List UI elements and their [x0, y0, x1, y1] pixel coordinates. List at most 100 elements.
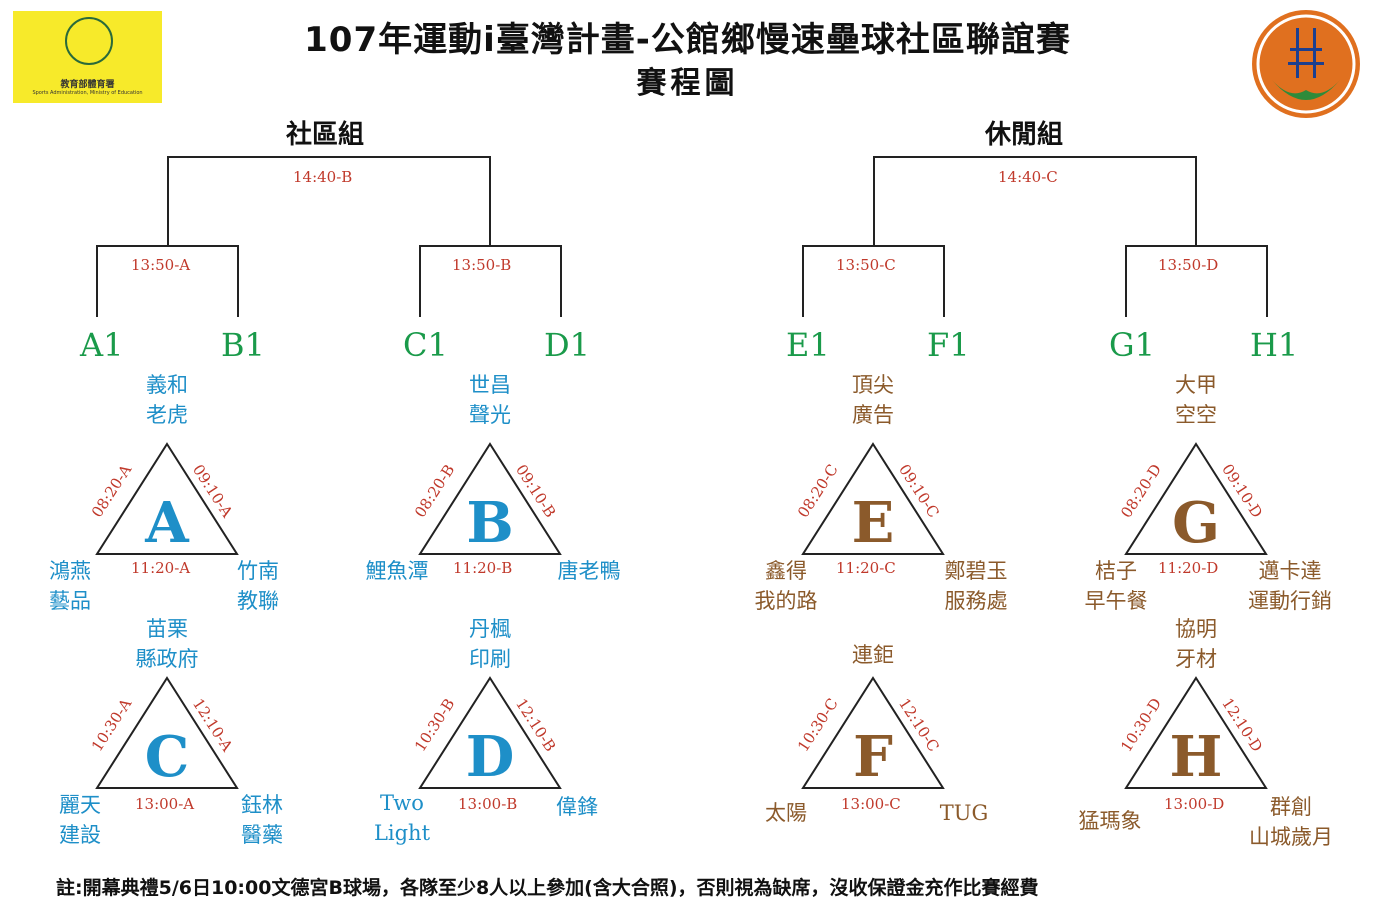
- group-community-title: 社區組: [286, 120, 365, 150]
- page-title: 107年運動i臺灣計畫-公館鄉慢速壘球社區聯誼賽: [304, 20, 1071, 60]
- bracket-line: [489, 156, 491, 246]
- pool-f-bottom-time: 13:00-C: [841, 795, 901, 813]
- pool-h-top-team: 協明牙材: [1156, 614, 1236, 674]
- bracket-line: [167, 156, 491, 158]
- bracket-line: [1125, 245, 1127, 317]
- pool-b-letter: B: [466, 490, 514, 556]
- slot-label: E1: [786, 326, 830, 364]
- bracket-line: [167, 156, 169, 246]
- logo-caption: 教育部體育署: [60, 80, 115, 90]
- township-logo: [1252, 10, 1360, 118]
- slot-label: A1: [80, 326, 124, 364]
- bracket-line: [802, 245, 945, 247]
- team-name-line: 早午餐: [1084, 589, 1148, 613]
- team-name-line: 麗天: [59, 793, 101, 817]
- semi-b-time: 13:50-B: [452, 256, 512, 274]
- pool-d-right-team: 偉鋒: [537, 792, 617, 822]
- pool-h-triangle: [1124, 676, 1268, 789]
- team-name-line: 唐老鴨: [557, 559, 621, 583]
- team-name-line: 教聯: [237, 589, 279, 613]
- slot-label: C1: [403, 326, 448, 364]
- pool-d-triangle: [418, 676, 562, 789]
- pool-a-letter: A: [145, 490, 189, 556]
- team-name-line: 桔子: [1095, 559, 1137, 583]
- bracket-line: [1125, 245, 1268, 247]
- logo-emblem-icon: [65, 17, 113, 65]
- bracket-line: [96, 245, 98, 317]
- slot-label: H1: [1250, 326, 1299, 364]
- pool-f-letter: F: [853, 724, 893, 790]
- team-name-line: 丹楓: [469, 617, 511, 641]
- pool-c-triangle: [95, 676, 239, 789]
- pool-a-bottom-time: 11:20-A: [131, 559, 191, 577]
- team-name-line: 空空: [1175, 403, 1217, 427]
- bracket-line: [1195, 156, 1197, 246]
- final-community-time: 14:40-B: [293, 168, 353, 186]
- pool-a-top-team: 義和老虎: [127, 370, 207, 430]
- pool-b-triangle: [418, 442, 562, 555]
- team-name-line: 鈺林: [241, 793, 283, 817]
- semi-d-time: 13:50-D: [1158, 256, 1219, 274]
- logo-subcaption: Sports Administration, Ministry of Educa…: [32, 90, 143, 96]
- final-leisure-time: 14:40-C: [998, 168, 1058, 186]
- pool-h-right-team: 群創山城歲月: [1236, 792, 1346, 852]
- slot-label: D1: [544, 326, 591, 364]
- bracket-line: [96, 245, 239, 247]
- pool-b-right-team: 唐老鴨: [539, 556, 639, 586]
- bracket-line: [943, 245, 945, 317]
- team-name-line: 大甲: [1175, 373, 1217, 397]
- pool-e-left-team: 鑫得我的路: [736, 556, 836, 616]
- slot-label: G1: [1109, 326, 1155, 364]
- pool-c-top-team: 苗栗縣政府: [117, 614, 217, 674]
- pool-f-left-team: 太陽: [746, 798, 826, 828]
- pool-a-left-team: 鴻燕藝品: [30, 556, 110, 616]
- pool-e-triangle: [801, 442, 945, 555]
- pool-c-bottom-time: 13:00-A: [135, 795, 195, 813]
- team-name-line: 義和: [146, 373, 188, 397]
- bracket-line: [802, 245, 804, 317]
- team-name-line: 山城歲月: [1249, 825, 1333, 849]
- pool-f-top-team: 連鉅: [833, 640, 913, 670]
- team-name-line: 服務處: [944, 589, 1008, 613]
- pool-d-letter: D: [465, 724, 515, 790]
- pool-e-letter: E: [851, 490, 895, 556]
- semi-a-time: 13:50-A: [131, 256, 191, 274]
- bracket-line: [237, 245, 239, 317]
- slot-label: B1: [221, 326, 265, 364]
- pool-d-bottom-time: 13:00-B: [458, 795, 518, 813]
- team-name-line: 我的路: [754, 589, 818, 613]
- team-name-line: 老虎: [146, 403, 188, 427]
- pool-g-top-team: 大甲空空: [1156, 370, 1236, 430]
- team-name-line: 群創: [1270, 795, 1312, 819]
- pool-g-left-team: 桔子早午餐: [1066, 556, 1166, 616]
- team-name-line: 聲光: [469, 403, 511, 427]
- team-name-line: 鑫得: [765, 559, 807, 583]
- pool-b-left-team: 鯉魚潭: [347, 556, 447, 586]
- team-name-line: 藝品: [49, 589, 91, 613]
- pool-g-letter: G: [1172, 490, 1220, 556]
- semi-c-time: 13:50-C: [836, 256, 896, 274]
- pool-f-triangle: [801, 676, 945, 789]
- footer-note: 註:開幕典禮5/6日10:00文德宮B球場，各隊至少8人以上參加(含大合照)，否…: [56, 877, 1039, 899]
- pool-a-right-team: 竹南教聯: [218, 556, 298, 616]
- bracket-line: [560, 245, 562, 317]
- team-name-line: 鴻燕: [49, 559, 91, 583]
- township-emblem-icon: [1256, 14, 1356, 114]
- team-name-line: 邁卡達: [1258, 559, 1322, 583]
- team-name-line: 鯉魚潭: [365, 559, 429, 583]
- team-name-line: 世昌: [469, 373, 511, 397]
- pool-f-right-team: TUG: [924, 798, 1004, 828]
- slot-label: F1: [927, 326, 970, 364]
- team-name-line: 鄭碧玉: [944, 559, 1008, 583]
- team-name-line: 偉鋒: [556, 795, 598, 819]
- bracket-line: [419, 245, 562, 247]
- pool-h-left-team: 猛瑪象: [1060, 806, 1160, 836]
- pool-g-triangle: [1124, 442, 1268, 555]
- team-name-line: 連鉅: [852, 643, 894, 667]
- pool-c-left-team: 麗天建設: [40, 790, 120, 850]
- pool-c-right-team: 鈺林醫藥: [222, 790, 302, 850]
- pool-a-triangle: [95, 442, 239, 555]
- page-subtitle: 賽程圖: [636, 66, 739, 101]
